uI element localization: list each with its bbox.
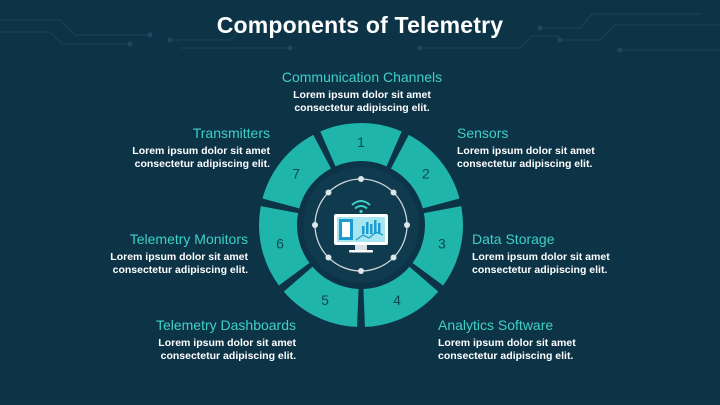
component-title: Analytics Software bbox=[438, 317, 554, 333]
segment-number: 6 bbox=[276, 235, 284, 251]
ring-segment-1 bbox=[320, 123, 402, 167]
orbit-dot bbox=[390, 254, 397, 261]
segment-number: 3 bbox=[438, 235, 446, 251]
orbit-dot bbox=[325, 254, 332, 261]
segment-number: 1 bbox=[357, 134, 365, 150]
orbit-dot bbox=[404, 222, 410, 228]
orbit-dot bbox=[312, 222, 318, 228]
segment-number: 5 bbox=[321, 292, 329, 308]
orbit-dots bbox=[312, 176, 410, 274]
component-title: Sensors bbox=[457, 125, 509, 141]
component-telemetry-monitors: Telemetry Monitors Lorem ipsum dolor sit… bbox=[48, 230, 248, 277]
circuit-dots bbox=[127, 25, 623, 53]
orbit-dot bbox=[358, 176, 364, 182]
component-analytics-software: Analytics Software Lorem ipsum dolor sit… bbox=[438, 316, 638, 363]
ring-segment-3 bbox=[412, 206, 463, 286]
segment-number: 7 bbox=[292, 165, 300, 181]
ring-segment-6 bbox=[259, 206, 310, 286]
orbit-dot bbox=[390, 189, 397, 196]
component-title: Telemetry Monitors bbox=[129, 231, 248, 247]
ring-segment-4 bbox=[363, 266, 439, 327]
page-title: Components of Telemetry bbox=[216, 12, 504, 38]
segment-number: 4 bbox=[393, 292, 401, 308]
circuit-decoration bbox=[0, 13, 720, 51]
component-title: Transmitters bbox=[192, 125, 270, 141]
orbit-dot bbox=[358, 268, 364, 274]
component-communication-channels: Communication Channels Lorem ipsum dolor… bbox=[262, 68, 462, 115]
orbit-dot bbox=[325, 189, 332, 196]
component-title: Communication Channels bbox=[281, 69, 443, 85]
ring-segment-2 bbox=[390, 134, 460, 209]
segment-ring: 1 2 3 4 5 6 7 bbox=[259, 123, 463, 327]
segment-number: 2 bbox=[422, 165, 430, 181]
monitor-with-wifi-chart-icon bbox=[334, 200, 388, 253]
ring-segment-5 bbox=[283, 266, 359, 327]
ring-segment-7 bbox=[262, 134, 332, 209]
component-telemetry-dashboards: Telemetry Dashboards Lorem ipsum dolor s… bbox=[96, 316, 296, 363]
component-title: Data Storage bbox=[472, 231, 555, 247]
component-title: Telemetry Dashboards bbox=[155, 317, 296, 333]
